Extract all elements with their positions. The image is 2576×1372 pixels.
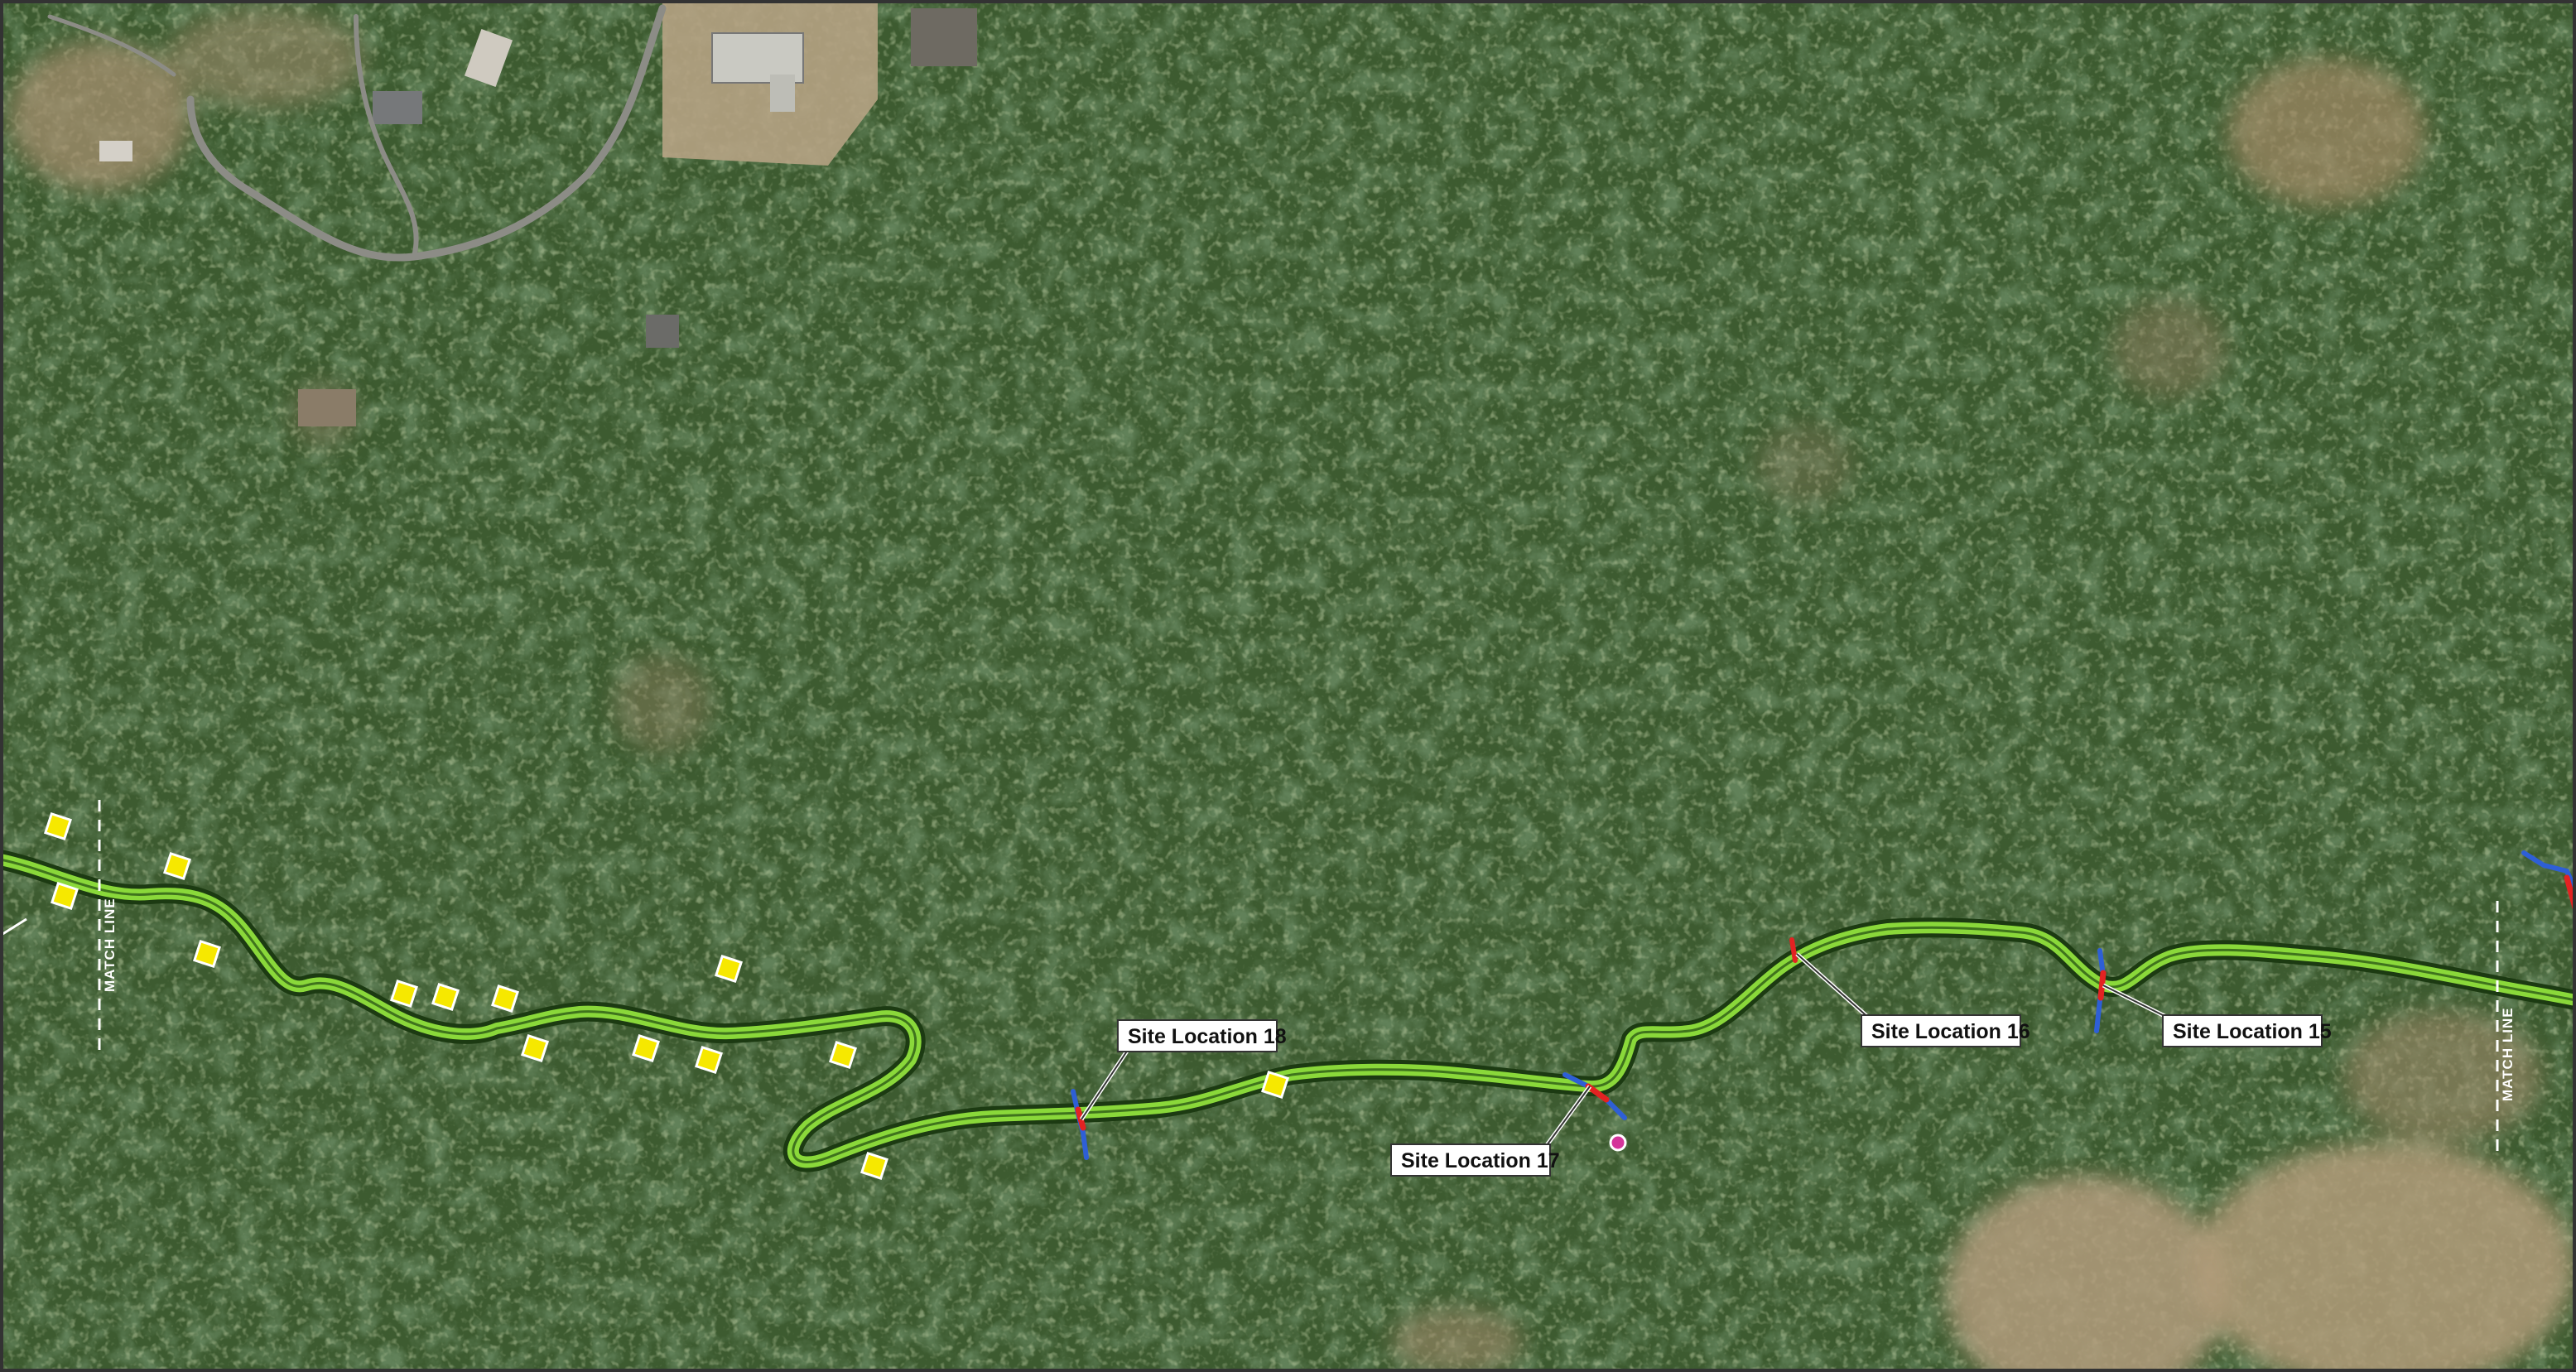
crossing-17 (1562, 1072, 1627, 1120)
site-label-16: Site Location 16 (1871, 1020, 2030, 1043)
yellow-point-marker[interactable] (828, 1040, 858, 1070)
site-label-box (1117, 1019, 1278, 1052)
site-label-18: Site Location 18 (1128, 1025, 1287, 1048)
yellow-point-marker[interactable] (490, 984, 520, 1013)
match-line-west-label: MATCH LINE (102, 898, 118, 992)
match-line-east-label: MATCH LINE (2500, 1007, 2516, 1101)
site-label-box (1861, 1014, 2021, 1047)
match-line-west: MATCH LINE (98, 800, 118, 1057)
yellow-point-marker[interactable] (859, 1151, 889, 1181)
crossing-16 (1789, 937, 1798, 963)
local-roads (47, 4, 667, 262)
yellow-point-marker[interactable] (389, 979, 419, 1009)
yellow-point-marker[interactable] (43, 811, 73, 841)
site-location-16[interactable]: Site Location 16 (1795, 952, 2030, 1047)
yellow-marker-layer (43, 811, 1290, 1181)
yellow-point-marker[interactable] (694, 1045, 724, 1075)
yellow-point-marker[interactable] (520, 1033, 550, 1063)
magenta-point-marker[interactable] (1609, 1134, 1627, 1152)
yellow-point-marker[interactable] (50, 881, 79, 911)
offsheet-leader (0, 917, 27, 937)
crossing-15 (2094, 948, 2107, 1033)
route-line (0, 850, 2576, 1172)
site-location-15[interactable]: Site Location 15 (2102, 983, 2332, 1047)
match-line-east: MATCH LINE (2496, 901, 2516, 1158)
site-location-17[interactable]: Site Location 17 (1390, 1085, 1592, 1177)
site-label-box (1390, 1143, 1551, 1177)
site-label-17: Site Location 17 (1401, 1149, 1560, 1172)
yellow-point-marker[interactable] (192, 939, 222, 969)
yellow-point-marker[interactable] (162, 851, 192, 881)
site-label-box (2162, 1014, 2323, 1047)
dry-grass-areas (8, 8, 2575, 1372)
yellow-point-marker[interactable] (714, 954, 744, 984)
site-location-18[interactable]: Site Location 18 (1079, 1019, 1287, 1121)
yellow-point-marker[interactable] (631, 1033, 661, 1063)
yellow-point-marker[interactable] (431, 982, 460, 1012)
residential-area (99, 0, 977, 426)
yellow-point-marker[interactable] (1260, 1070, 1290, 1100)
site-label-15: Site Location 15 (2173, 1020, 2332, 1043)
